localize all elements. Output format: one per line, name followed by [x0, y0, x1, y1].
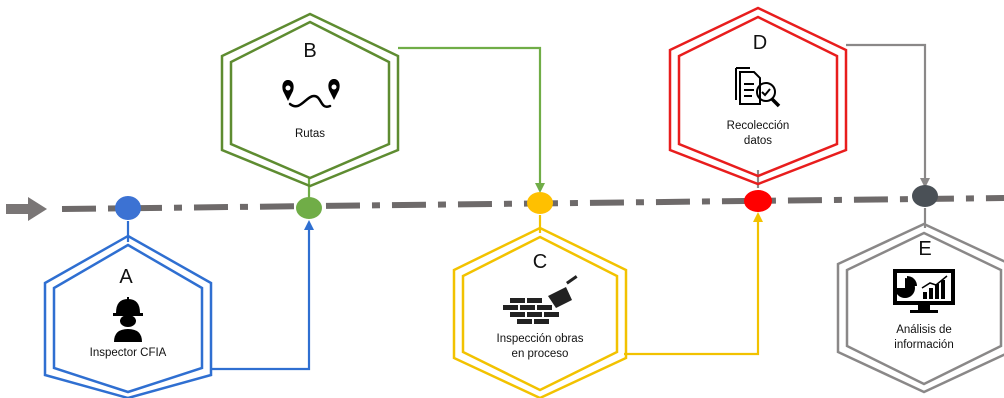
hexagon-d	[668, 6, 848, 186]
node-a-caption: Inspector CFIA	[89, 347, 167, 359]
timeline-dot-yellow	[527, 192, 553, 214]
node-d-caption: Recolección datos	[703, 119, 813, 149]
node-d-caption-line1: Recolección	[726, 120, 790, 132]
hexagon-a	[43, 234, 213, 398]
node-c-caption-line1: Inspección obras	[496, 333, 584, 345]
document-search-icon	[735, 67, 781, 108]
analytics-dashboard-icon	[893, 269, 955, 313]
route-pins-icon	[282, 79, 340, 108]
hexagon-c	[452, 226, 628, 398]
node-d-caption-line2: datos	[743, 135, 773, 147]
timeline-dot-green	[296, 197, 322, 219]
node-a-letter: A	[119, 266, 133, 288]
hexagon-b	[220, 12, 400, 188]
timeline-dot-gray	[912, 185, 938, 207]
node-c-letter: C	[532, 251, 548, 273]
node-e-letter: E	[918, 238, 932, 260]
connector-c-to-d	[538, 212, 763, 356]
node-e-caption: Análisis de información	[869, 323, 979, 353]
timeline-dot-red	[744, 190, 772, 212]
brick-trowel-icon	[503, 275, 578, 324]
node-c-caption-line2: en proceso	[511, 348, 569, 360]
node-b-letter: B	[303, 40, 317, 62]
connector-b-to-c	[307, 46, 545, 198]
incoming-arrow	[6, 197, 47, 221]
node-b-caption: Rutas	[294, 128, 326, 140]
node-c-caption: Inspección obras en proceso	[475, 332, 605, 362]
worker-helmet-icon	[113, 297, 143, 342]
connector-a-to-b	[126, 220, 314, 371]
node-e-caption-line1: Análisis de	[896, 324, 952, 336]
node-d-letter: D	[752, 32, 768, 54]
timeline-dot-blue	[115, 196, 141, 220]
hexagon-e	[836, 222, 1004, 394]
node-e-caption-line2: información	[894, 339, 954, 351]
